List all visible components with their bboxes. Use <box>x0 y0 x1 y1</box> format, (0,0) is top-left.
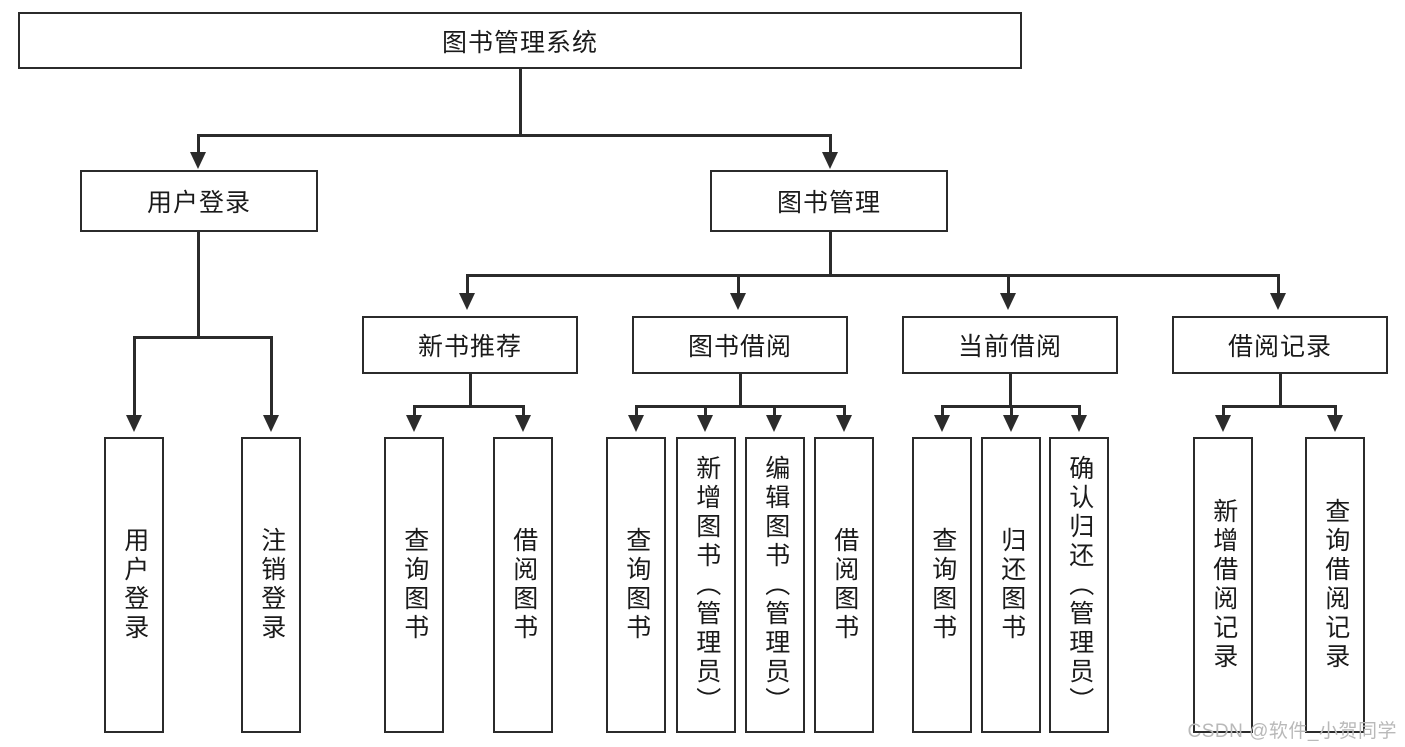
connector-root-bus <box>197 134 831 137</box>
leaf-borrow-record-query[interactable]: 查询借阅记录 <box>1305 437 1365 733</box>
arrowhead-book-borrow-1 <box>628 415 644 432</box>
connector-book-manage-bus <box>466 274 1279 277</box>
arrowhead-current-borrow-1 <box>934 415 950 432</box>
connector-borrow-record-stem <box>1279 374 1282 405</box>
node-label: 当前借阅 <box>957 333 1062 361</box>
connector-new-book-stem <box>469 374 472 405</box>
node-label: 确认归还（管理员） <box>1065 454 1094 716</box>
arrowhead-book-manage-4 <box>1270 293 1286 310</box>
connector-user-login-drop-2 <box>270 336 273 419</box>
node-label: 新增图书（管理员） <box>692 454 721 716</box>
node-label: 注销登录 <box>257 527 286 643</box>
leaf-user-login-login[interactable]: 用户登录 <box>104 437 164 733</box>
leaf-book-borrow-add[interactable]: 新增图书（管理员） <box>676 437 736 733</box>
connector-borrow-record-drop-1 <box>1222 405 1225 419</box>
leaf-borrow-record-add[interactable]: 新增借阅记录 <box>1193 437 1253 733</box>
connector-user-login-stem <box>197 232 200 336</box>
connector-book-borrow-drop-2 <box>704 405 707 419</box>
node-label: 借阅记录 <box>1227 333 1332 361</box>
leaf-current-borrow-confirm[interactable]: 确认归还（管理员） <box>1049 437 1109 733</box>
node-label: 用户登录 <box>146 189 251 217</box>
connector-borrow-record-bus <box>1222 405 1336 408</box>
node-label: 借阅图书 <box>830 527 859 643</box>
connector-root-stem <box>519 69 522 134</box>
arrowhead-book-borrow-2 <box>697 415 713 432</box>
arrowhead-new-book-2 <box>515 415 531 432</box>
node-label: 用户登录 <box>120 527 149 643</box>
node-new-book-recommend[interactable]: 新书推荐 <box>362 316 578 374</box>
connector-book-borrow-stem <box>739 374 742 405</box>
leaf-current-borrow-query[interactable]: 查询图书 <box>912 437 972 733</box>
leaf-book-borrow-query[interactable]: 查询图书 <box>606 437 666 733</box>
arrowhead-user-login-2 <box>263 415 279 432</box>
connector-book-manage-drop-2 <box>737 274 740 297</box>
arrowhead-root-to-book-manage <box>822 152 838 169</box>
node-label: 新增借阅记录 <box>1209 498 1238 672</box>
arrowhead-book-borrow-4 <box>836 415 852 432</box>
arrowhead-borrow-record-2 <box>1327 415 1343 432</box>
leaf-book-borrow-edit[interactable]: 编辑图书（管理员） <box>745 437 805 733</box>
leaf-user-login-logout[interactable]: 注销登录 <box>241 437 301 733</box>
connector-current-borrow-stem <box>1009 374 1012 405</box>
node-label: 图书管理系统 <box>441 28 598 57</box>
node-label: 归还图书 <box>997 527 1026 643</box>
arrowhead-current-borrow-3 <box>1071 415 1087 432</box>
node-root-system[interactable]: 图书管理系统 <box>18 12 1022 69</box>
arrowhead-user-login-1 <box>126 415 142 432</box>
connector-book-manage-stem <box>829 232 832 274</box>
connector-current-borrow-drop-3 <box>1078 405 1081 419</box>
connector-current-borrow-drop-2 <box>1010 405 1013 419</box>
node-label: 查询图书 <box>622 527 651 643</box>
connector-user-login-drop-1 <box>133 336 136 419</box>
connector-root-to-user-login <box>197 134 200 158</box>
leaf-book-borrow-borrow[interactable]: 借阅图书 <box>814 437 874 733</box>
connector-new-book-bus <box>413 405 524 408</box>
connector-book-manage-drop-3 <box>1007 274 1010 297</box>
node-label: 编辑图书（管理员） <box>761 454 790 716</box>
arrowhead-book-manage-3 <box>1000 293 1016 310</box>
node-borrow-record[interactable]: 借阅记录 <box>1172 316 1388 374</box>
node-current-borrow[interactable]: 当前借阅 <box>902 316 1118 374</box>
connector-borrow-record-drop-2 <box>1334 405 1337 419</box>
leaf-new-book-query[interactable]: 查询图书 <box>384 437 444 733</box>
node-label: 查询图书 <box>928 527 957 643</box>
connector-user-login-bus <box>133 336 272 339</box>
node-book-management[interactable]: 图书管理 <box>710 170 948 232</box>
arrowhead-current-borrow-2 <box>1003 415 1019 432</box>
node-label: 借阅图书 <box>509 527 538 643</box>
connector-book-manage-drop-4 <box>1277 274 1280 297</box>
node-label: 查询借阅记录 <box>1321 498 1350 672</box>
node-label: 查询图书 <box>400 527 429 643</box>
connector-new-book-drop-2 <box>522 405 525 419</box>
arrowhead-borrow-record-1 <box>1215 415 1231 432</box>
connector-book-borrow-bus <box>635 405 846 408</box>
leaf-new-book-borrow[interactable]: 借阅图书 <box>493 437 553 733</box>
arrowhead-new-book-1 <box>406 415 422 432</box>
node-label: 图书借阅 <box>687 333 792 361</box>
leaf-current-borrow-return[interactable]: 归还图书 <box>981 437 1041 733</box>
node-label: 新书推荐 <box>417 333 522 361</box>
connector-book-borrow-drop-1 <box>635 405 638 419</box>
node-book-borrow[interactable]: 图书借阅 <box>632 316 848 374</box>
node-label: 图书管理 <box>776 189 881 217</box>
connector-book-manage-drop-1 <box>466 274 469 297</box>
arrowhead-book-manage-1 <box>459 293 475 310</box>
connector-root-to-book-manage <box>829 134 832 158</box>
arrowhead-book-borrow-3 <box>766 415 782 432</box>
arrowhead-book-manage-2 <box>730 293 746 310</box>
connector-book-borrow-drop-4 <box>843 405 846 419</box>
connector-book-borrow-drop-3 <box>773 405 776 419</box>
connector-current-borrow-drop-1 <box>941 405 944 419</box>
node-user-login[interactable]: 用户登录 <box>80 170 318 232</box>
connector-new-book-drop-1 <box>413 405 416 419</box>
arrowhead-root-to-user-login <box>190 152 206 169</box>
